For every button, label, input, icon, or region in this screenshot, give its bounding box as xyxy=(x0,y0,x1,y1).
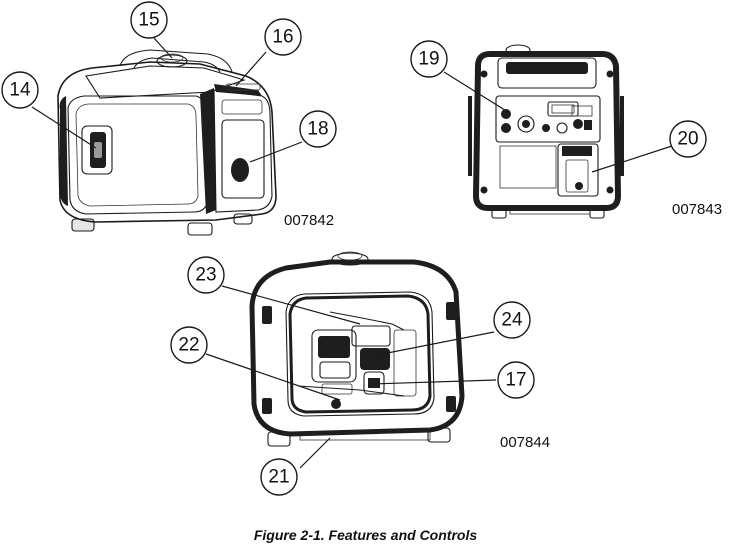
callout-23: 23 xyxy=(187,256,225,294)
svg-text:19: 19 xyxy=(418,49,439,70)
leader-22 xyxy=(205,353,341,401)
callout-22: 22 xyxy=(170,326,208,364)
generator-front-view xyxy=(468,44,624,219)
callout-18: 18 xyxy=(299,110,337,148)
generator-side-view xyxy=(57,49,277,236)
image-code-2: 007843 xyxy=(672,201,722,218)
leader-19 xyxy=(443,71,509,113)
leader-14 xyxy=(31,106,97,149)
leader-20 xyxy=(591,145,673,173)
callout-20: 20 xyxy=(669,120,707,158)
svg-text:24: 24 xyxy=(501,310,523,331)
callout-15: 15 xyxy=(130,1,168,39)
leader-16 xyxy=(235,51,267,87)
generator-open-view xyxy=(249,251,465,447)
callout-19: 19 xyxy=(410,40,448,78)
svg-text:18: 18 xyxy=(307,119,328,140)
svg-text:15: 15 xyxy=(138,10,159,31)
svg-text:20: 20 xyxy=(677,129,698,150)
leader-24 xyxy=(371,331,495,357)
figure-caption: Figure 2-1. Features and Controls xyxy=(253,527,478,543)
callout-21: 21 xyxy=(260,458,298,496)
leader-23 xyxy=(221,285,361,325)
callout-16: 16 xyxy=(264,18,302,56)
image-code-1: 007842 xyxy=(284,212,334,229)
callout-14: 14 xyxy=(1,71,39,109)
leader-15 xyxy=(153,37,173,59)
svg-text:16: 16 xyxy=(272,27,293,48)
callout-17: 17 xyxy=(497,361,535,399)
leader-17 xyxy=(371,379,497,385)
svg-text:22: 22 xyxy=(178,335,199,356)
svg-text:17: 17 xyxy=(505,370,526,391)
leader-18 xyxy=(249,141,303,163)
image-code-3: 007844 xyxy=(500,434,550,451)
svg-text:23: 23 xyxy=(195,265,216,286)
svg-text:14: 14 xyxy=(9,80,31,101)
svg-text:21: 21 xyxy=(268,467,289,488)
leader-21 xyxy=(299,437,331,469)
callout-24: 24 xyxy=(493,301,531,339)
